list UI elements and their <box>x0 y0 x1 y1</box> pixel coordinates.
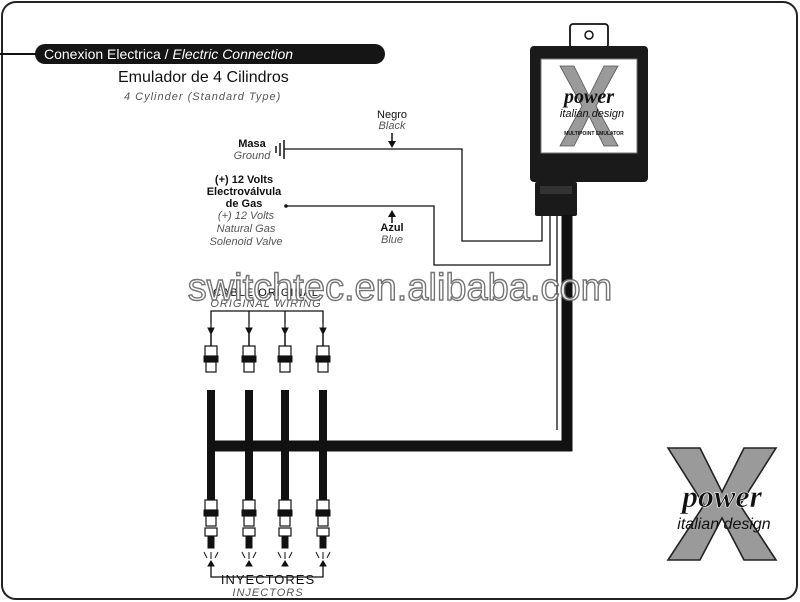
label-cable-original: CABLE ORIGINAL <box>213 287 319 299</box>
out-arrow-head-1 <box>207 560 215 567</box>
out-arrow-head-2 <box>245 560 253 567</box>
spray-l-4 <box>315 551 320 559</box>
injector-nozzle-2 <box>245 535 253 549</box>
label-12v-es-1: (+) 12 Volts <box>215 174 273 186</box>
injector-nozzle-3 <box>281 535 289 549</box>
label-12v-es-2: Electroválvula <box>207 186 282 198</box>
connector-top-1 <box>204 345 218 357</box>
in-arrow-head-4 <box>319 327 327 336</box>
connector-top-2 <box>242 345 256 357</box>
spray-l-1 <box>203 551 208 559</box>
in-arrow-head-1 <box>207 327 215 336</box>
black-arrow-head <box>388 141 396 148</box>
page-subtitle: 4 Cylinder (Standard Type) <box>124 91 281 103</box>
banner-es: Conexion Electrica <box>44 46 161 62</box>
injector-body-1 <box>204 527 218 537</box>
device-model: MULTIPOINT EMULATOR <box>564 131 624 137</box>
connector-band-bottom-1 <box>203 509 219 517</box>
connector-tip-bottom-1 <box>205 515 217 527</box>
out-arrow-head-3 <box>281 560 289 567</box>
device-brand: power <box>562 86 614 108</box>
label-negro: Negro <box>377 109 407 121</box>
logo-brand: power <box>679 478 763 514</box>
connector-bottom-2 <box>242 499 256 511</box>
spray-l-3 <box>277 551 282 559</box>
connector-band-bottom-3 <box>277 509 293 517</box>
connector-tip-top-3 <box>279 361 291 373</box>
connector-tip-bottom-2 <box>243 515 255 527</box>
banner-sep: / <box>161 46 173 62</box>
spray-r-3 <box>288 551 293 559</box>
spray-l-2 <box>241 551 246 559</box>
label-original-wiring: ORIGINAL WIRING <box>210 298 321 310</box>
spray-r-4 <box>326 551 331 559</box>
connector-bottom-3 <box>278 499 292 511</box>
connector-bottom-4 <box>316 499 330 511</box>
label-12v-en-1: (+) 12 Volts <box>218 210 275 222</box>
injector-body-2 <box>242 527 256 537</box>
connector-band-top-2 <box>241 355 257 363</box>
connector-bottom-1 <box>204 499 218 511</box>
label-injectors: INJECTORS <box>232 587 303 599</box>
label-masa: Masa <box>238 138 266 150</box>
injectors-bracket <box>210 566 324 578</box>
label-black: Black <box>379 120 406 132</box>
original-bracket <box>210 310 324 324</box>
emulator-device: power italian design MULTIPOINT EMULATOR <box>530 23 648 216</box>
connector-band-bottom-4 <box>315 509 331 517</box>
in-arrow-head-3 <box>281 327 289 336</box>
watermark: switchtec.en.alibaba.com <box>188 267 613 309</box>
corner-logo: power italian design <box>666 447 778 561</box>
connector-tip-top-2 <box>243 361 255 373</box>
label-inyectores: INYECTORES <box>221 572 315 587</box>
spray-r-2 <box>252 551 257 559</box>
device-x-mark <box>559 65 619 147</box>
connector-tip-bottom-3 <box>279 515 291 527</box>
banner-text: Conexion Electrica / Electric Connection <box>44 46 293 62</box>
title-banner <box>35 44 385 64</box>
blue-arrow-head <box>388 210 396 217</box>
connector-band-top-1 <box>203 355 219 363</box>
out-arrow-head-4 <box>319 560 327 567</box>
connector-top-4 <box>316 345 330 357</box>
device-mount-hole <box>584 30 594 40</box>
connector-tip-top-1 <box>205 361 217 373</box>
connector-tip-top-4 <box>317 361 329 373</box>
logo-tagline: italian design <box>677 516 771 533</box>
connector-tip-bottom-4 <box>317 515 329 527</box>
label-ground: Ground <box>234 150 272 162</box>
page-title: Emulador de 4 Cilindros <box>118 69 289 86</box>
connector-band-bottom-2 <box>241 509 257 517</box>
label-12v-es-3: de Gas <box>226 198 263 210</box>
connector-band-top-4 <box>315 355 331 363</box>
logo-x-mark <box>666 447 778 561</box>
injector-nozzle-1 <box>207 535 215 549</box>
ground-symbol <box>275 140 285 159</box>
label-12v-en-2: Natural Gas <box>217 223 276 235</box>
injector-lines <box>203 324 331 567</box>
connector-band-top-3 <box>277 355 293 363</box>
in-arrow-head-2 <box>245 327 253 336</box>
spray-r-1 <box>214 551 219 559</box>
label-azul: Azul <box>380 222 403 234</box>
banner-en: Electric Connection <box>172 46 293 62</box>
label-12v-en-3: Solenoid Valve <box>210 236 283 248</box>
injector-nozzle-4 <box>319 535 327 549</box>
main-harness <box>210 215 573 452</box>
connector-top-3 <box>278 345 292 357</box>
injector-body-3 <box>278 527 292 537</box>
ground-wire <box>284 148 543 242</box>
device-connector-inner <box>540 186 572 194</box>
injector-body-4 <box>316 527 330 537</box>
12v-wire <box>286 205 551 266</box>
device-tagline: italian design <box>560 108 624 120</box>
label-blue: Blue <box>381 234 403 246</box>
